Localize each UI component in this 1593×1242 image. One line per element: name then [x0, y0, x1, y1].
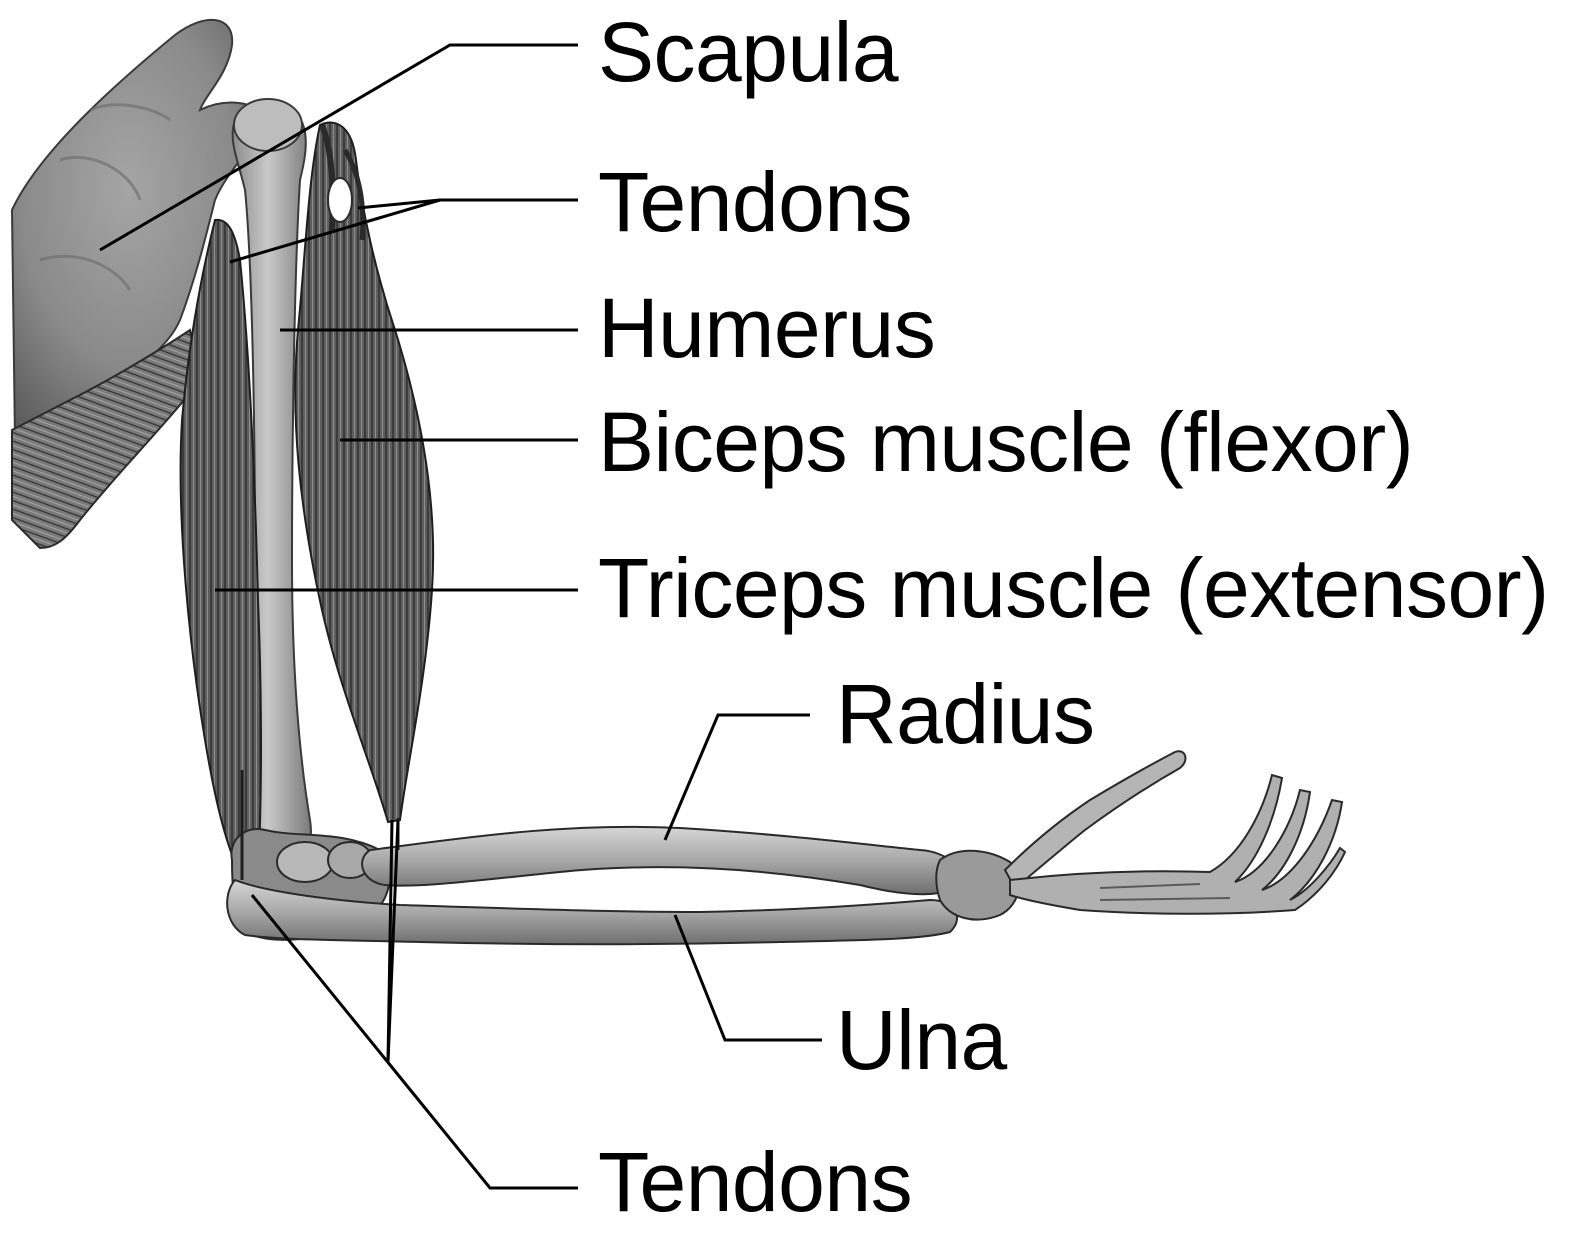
biceps-muscle	[295, 123, 433, 822]
hand-bones	[936, 751, 1345, 919]
label-triceps: Triceps muscle (extensor)	[598, 546, 1549, 630]
triceps-muscle	[181, 220, 261, 870]
label-biceps: Biceps muscle (flexor)	[598, 400, 1413, 484]
leader-radius	[665, 715, 810, 840]
radius-bone	[362, 827, 958, 894]
label-ulna: Ulna	[836, 998, 1007, 1082]
label-tendons-upper: Tendons	[598, 160, 912, 244]
label-humerus: Humerus	[598, 286, 935, 370]
label-radius: Radius	[836, 672, 1094, 756]
label-scapula: Scapula	[598, 10, 898, 94]
label-tendons-lower: Tendons	[598, 1140, 912, 1224]
